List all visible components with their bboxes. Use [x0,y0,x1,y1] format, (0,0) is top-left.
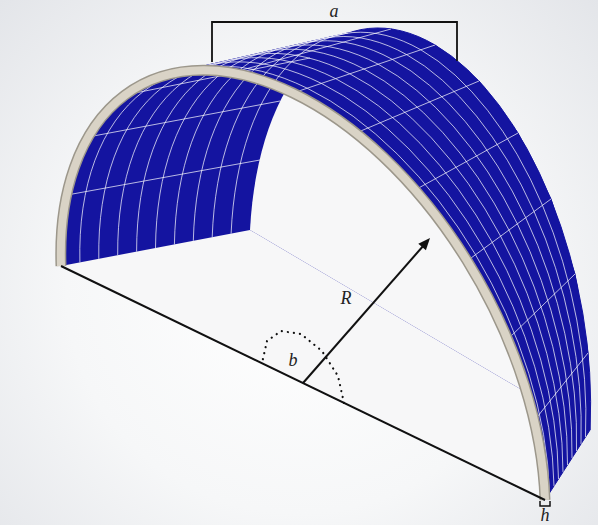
radius-arrow [303,245,424,383]
front-rim-outline [51,0,545,500]
radius-label: R [341,289,352,307]
center-label: b [289,351,298,369]
length-bracket [212,22,457,62]
front-rim [51,0,545,500]
length-label: a [330,2,339,20]
opening-view [61,0,598,500]
thickness-label: h [541,506,550,524]
arrow-head [418,238,430,250]
shell-surface [51,0,598,500]
dotted-arc [262,331,344,403]
